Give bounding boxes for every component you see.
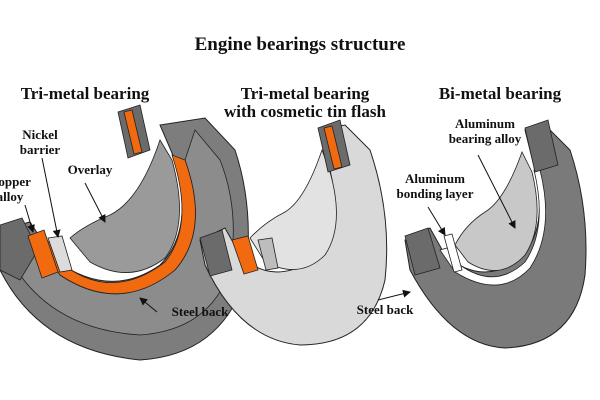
- tin-copper-cut-face: [231, 235, 259, 275]
- bi-cut-face-left: [404, 227, 441, 276]
- copper-cut-face-top: [123, 109, 143, 155]
- tin-flash-heading-line2: with cosmetic tin flash: [224, 102, 386, 121]
- nickel-barrier-label-1: Nickel: [22, 127, 58, 142]
- page-title: Engine bearings structure: [194, 34, 406, 55]
- bi-aluminum-alloy: [454, 150, 538, 271]
- arrow-aluminum-alloy: [477, 154, 516, 229]
- overlay-label: Overlay: [67, 162, 113, 177]
- tin-cut-face-left: [199, 229, 233, 277]
- aluminum-alloy-label-1: Aluminum: [455, 116, 515, 131]
- arrow-aluminum-bond: [427, 206, 446, 236]
- copper-cut-face: [27, 229, 59, 279]
- arrow-copper-alloy: [24, 204, 35, 233]
- arrow-steel-back-3: [377, 289, 411, 301]
- copper-alloy-label-1: Copper: [0, 174, 31, 189]
- bi-bond-cut-face: [443, 233, 463, 273]
- aluminum-bond-label-2: bonding layer: [396, 186, 474, 201]
- tin-flash-bearing-illustration: [199, 119, 388, 346]
- arrow-nickel-barrier: [41, 157, 61, 238]
- cut-face-left: [0, 217, 39, 281]
- bi-metal-heading: Bi-metal bearing: [438, 84, 562, 103]
- tin-flash-heading-line1: Tri-metal bearing: [240, 84, 370, 103]
- tri-metal-bearing-illustration: [0, 104, 249, 361]
- overlay-layer: [69, 139, 180, 273]
- arrow-steel-back-1: [139, 297, 158, 313]
- steel-back-label-1: Steel back: [171, 304, 229, 319]
- tri-metal-heading: Tri-metal bearing: [20, 84, 150, 103]
- steel-back-label-3: Steel back: [356, 302, 414, 317]
- aluminum-alloy-label-2: bearing alloy: [448, 131, 522, 146]
- tin-nickel-cut-face: [257, 237, 279, 271]
- copper-alloy-label-2: alloy: [0, 189, 24, 204]
- arrow-overlay: [84, 182, 106, 223]
- bi-cut-face-top: [524, 119, 559, 173]
- bi-metal-bearing-illustration: [404, 119, 587, 349]
- tin-copper-cut-face-top: [323, 125, 343, 170]
- aluminum-bond-label-1: Aluminum: [405, 171, 465, 186]
- copper-layer: [39, 154, 196, 295]
- nickel-barrier-label-2: barrier: [19, 142, 61, 157]
